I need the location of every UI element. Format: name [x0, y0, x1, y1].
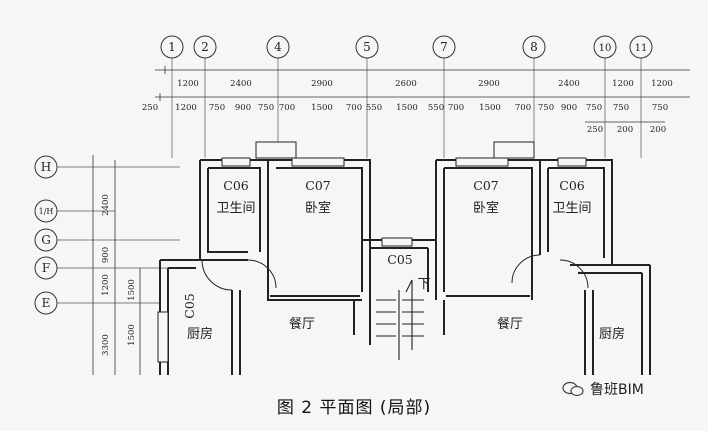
window-label-c07-left: C07 [305, 178, 331, 193]
window-label-c06-left: C06 [223, 178, 249, 193]
dim-row1-1: 2400 [230, 79, 252, 89]
dim-left-1500b: 1500 [127, 324, 137, 346]
dim-row3-1: 200 [617, 125, 633, 135]
dimension-lines-top [155, 66, 690, 123]
dim-row3-2: 200 [650, 125, 666, 135]
dim-row2-5: 700 [279, 103, 295, 113]
dim-row1-6: 1200 [612, 79, 634, 89]
axis-label-10: 10 [599, 43, 612, 54]
room-label-bathroom-right: 卫生间 [552, 201, 591, 216]
watermark-text: 鲁班BIM [590, 382, 644, 398]
room-label-bathroom-left: 卫生间 [216, 201, 255, 216]
axis-label-G: G [41, 233, 51, 247]
window-label-c05-stair: C05 [387, 252, 412, 267]
dim-row2-4: 750 [258, 103, 274, 113]
axis-lines-left [57, 166, 180, 304]
dim-row2-14: 750 [538, 103, 554, 113]
dim-left-1200: 1200 [101, 274, 111, 296]
dim-row2-10: 550 [428, 103, 444, 113]
dimension-row-2: 250 1200 750 900 750 700 1500 700 550 15… [142, 103, 668, 113]
room-label-kitchen-left: 厨房 [187, 326, 213, 342]
dim-left-900: 900 [101, 247, 111, 263]
dim-row1-2: 2900 [311, 79, 333, 89]
stair-treads [376, 279, 424, 360]
dim-row2-12: 1500 [479, 103, 501, 113]
axis-label-7: 7 [440, 40, 448, 54]
axis-bubbles-top [160, 35, 653, 59]
axis-label-4: 4 [274, 40, 282, 54]
axis-label-2: 2 [201, 40, 209, 54]
dim-row2-7: 700 [346, 103, 362, 113]
watermark: 鲁班BIM [562, 379, 644, 399]
axis-label-1: 1 [168, 40, 176, 54]
dim-row2-18: 750 [652, 103, 668, 113]
axis-label-1H: 1/H [39, 207, 54, 216]
windows [157, 141, 587, 363]
dim-row2-11: 700 [448, 103, 464, 113]
dim-left-2400: 2400 [101, 194, 111, 216]
dim-row1-5: 2400 [558, 79, 580, 89]
dim-row2-1: 1200 [175, 103, 197, 113]
dimension-lines-left [92, 155, 141, 375]
dim-row2-3: 900 [235, 103, 251, 113]
axis-label-H: H [41, 160, 51, 174]
room-label-dining-right: 餐厅 [497, 316, 523, 332]
room-label-kitchen-right: 厨房 [599, 326, 625, 342]
dim-row2-9: 1500 [396, 103, 418, 113]
axis-label-E: E [42, 296, 51, 310]
dim-row1-0: 1200 [177, 79, 199, 89]
room-label-dining-left: 餐厅 [289, 316, 315, 332]
dim-row2-15: 900 [561, 103, 577, 113]
room-label-bedroom-left: 卧室 [305, 200, 331, 216]
dim-row1-4: 2900 [478, 79, 500, 89]
dim-left-1500a: 1500 [127, 279, 137, 301]
dim-row1-7: 1200 [651, 79, 673, 89]
window-label-c05-left: C05 [182, 293, 197, 318]
dim-row2-16: 750 [586, 103, 602, 113]
axis-label-8: 8 [530, 40, 538, 54]
dim-row2-17: 750 [613, 103, 629, 113]
room-label-bedroom-right: 卧室 [473, 200, 499, 216]
dim-row2-6: 1500 [311, 103, 333, 113]
figure-caption: 图 2 平面图 (局部) [276, 398, 432, 418]
chat-bubble-icon [562, 381, 584, 397]
dimension-row-3: 250 200 200 [587, 125, 666, 135]
axis-lines-top [171, 58, 642, 158]
dim-row2-8: 550 [366, 103, 382, 113]
dim-row3-0: 250 [587, 125, 603, 135]
axis-label-11: 11 [635, 43, 648, 54]
window-label-c07-right: C07 [473, 178, 499, 193]
axis-label-F: F [42, 261, 50, 275]
axis-label-5: 5 [363, 40, 371, 54]
dim-row2-0: 250 [142, 103, 158, 113]
dim-row2-2: 750 [209, 103, 225, 113]
window-label-c06-right: C06 [559, 178, 585, 193]
dim-row1-3: 2600 [395, 79, 417, 89]
dim-row2-13: 700 [515, 103, 531, 113]
door-swings [201, 254, 589, 291]
dimension-row-1: 1200 2400 2900 2600 2900 2400 1200 1200 [177, 79, 673, 89]
dim-left-3300: 3300 [101, 334, 111, 356]
stair-direction-label: 下 [417, 277, 430, 292]
